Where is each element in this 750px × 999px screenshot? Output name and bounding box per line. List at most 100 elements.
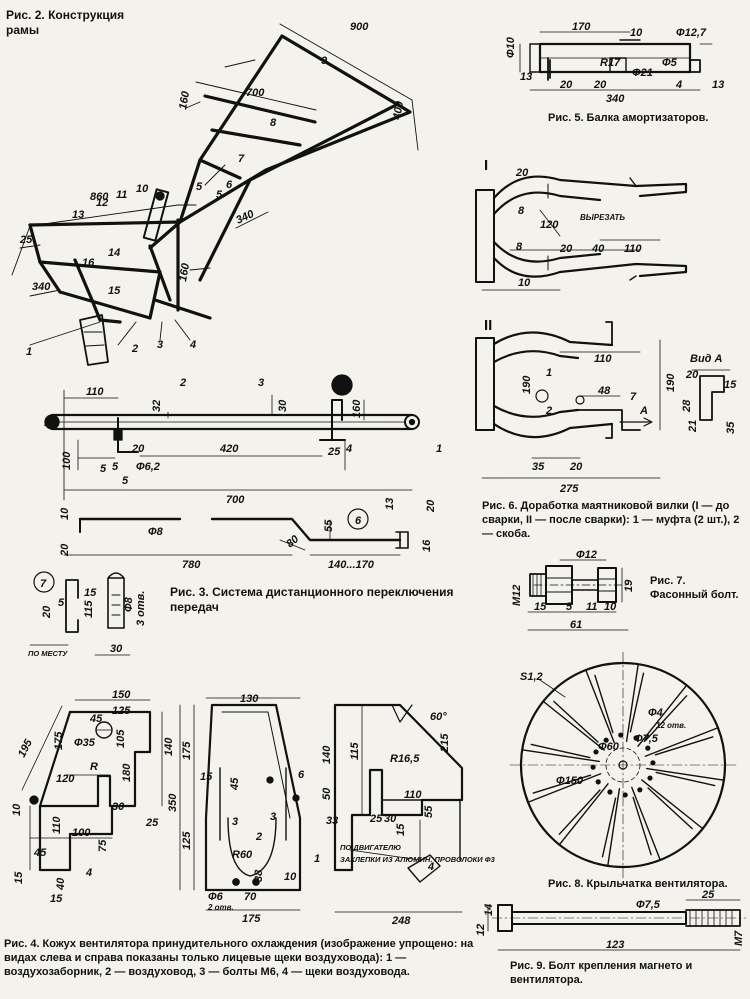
dim-label: 195 — [16, 737, 35, 760]
dim-label: 13 — [712, 79, 724, 91]
dim-label: 180 — [121, 763, 133, 782]
impeller-hole — [607, 789, 613, 795]
dim-label: Ф35 — [74, 737, 96, 749]
part-number: 15 — [108, 285, 121, 297]
dim-label: 175 — [53, 731, 65, 750]
dim-label: 3 отв. — [135, 591, 147, 626]
part-number: 7 — [40, 578, 47, 590]
impeller-hole — [647, 775, 653, 781]
impeller-hole — [593, 749, 599, 755]
dim-label: 20 — [41, 605, 53, 619]
gearshift-drawing — [29, 374, 420, 656]
impeller-blade-line — [641, 779, 704, 830]
dim-label: 10 — [284, 871, 297, 883]
magneto-bolt-drawing — [487, 899, 747, 951]
dim-label: 110 — [86, 386, 104, 398]
dim-label: 5 — [566, 601, 573, 613]
dim-label: 61 — [570, 619, 582, 631]
part-number: 2 — [131, 343, 138, 355]
dim-label: 110 — [404, 789, 422, 801]
dim-label: R60 — [232, 849, 253, 861]
dim-label: 105 — [115, 729, 127, 748]
dim-label: М7 — [733, 930, 745, 946]
dim-label: 700 — [226, 494, 245, 506]
impeller-hole — [645, 745, 651, 751]
dim-label: 20 — [59, 543, 71, 557]
dim-label: 13 — [384, 498, 396, 510]
dim-label: 125 — [181, 831, 193, 850]
dim-label: 5 — [112, 461, 119, 473]
impeller-blade-slot — [558, 789, 601, 835]
dim-label: 8 — [516, 241, 523, 253]
dim-label: 2 отв. — [207, 903, 234, 912]
impeller-blade-slot — [655, 771, 716, 787]
dim-label: 30 — [110, 643, 123, 655]
dim-label: R — [90, 761, 98, 773]
dim-label: 350 — [167, 793, 179, 812]
part-number: 6 — [226, 179, 233, 191]
view-label: II — [484, 317, 492, 334]
dim-label: 25 — [369, 813, 383, 825]
impeller-blade-slot — [553, 700, 599, 743]
dim-label: 25 — [327, 446, 341, 458]
dim-label: 700 — [246, 87, 265, 99]
dim-label: 10 — [11, 803, 23, 816]
dim-label: 13 — [520, 71, 532, 83]
dim-label: Ф5 — [662, 57, 678, 69]
dim-label: 130 — [240, 693, 259, 705]
dim-label: 5 — [58, 597, 65, 609]
part-number: 2 — [255, 831, 262, 843]
dim-label: 55 — [423, 805, 435, 818]
part-number: 11 — [116, 189, 127, 201]
impeller-hole — [603, 737, 609, 743]
part-number: 3 — [157, 339, 163, 351]
dim-label: 175 — [242, 913, 261, 925]
dim-label: 14 — [483, 904, 495, 916]
dim-label: 10 — [59, 507, 71, 520]
dim-label: 120 — [56, 773, 75, 785]
dim-label: 70 — [244, 891, 257, 903]
dim-label: 25 — [19, 234, 33, 246]
dim-label: Ф12,7 — [676, 27, 707, 39]
impeller-hole — [618, 732, 624, 738]
dim-label: 30 — [112, 801, 125, 813]
dim-label: М12 — [511, 585, 523, 606]
dim-label: 20 — [685, 369, 699, 381]
part-number: 14 — [108, 247, 120, 259]
dim-label: 160 — [177, 261, 192, 282]
part-number: 7 — [238, 153, 245, 165]
part-number: А — [639, 405, 648, 417]
dim-label: 20 — [559, 243, 573, 255]
dim-label: Ф6 — [208, 891, 224, 903]
impeller-blade-line — [625, 663, 639, 742]
view-label: I — [484, 157, 488, 174]
dim-label: 11 — [586, 601, 597, 613]
dim-label: 100 — [61, 451, 73, 470]
dim-label: 400 — [391, 99, 406, 121]
part-number: 4 — [427, 861, 434, 873]
dim-label: 48 — [597, 385, 611, 397]
dim-label: Ф60 — [598, 741, 620, 753]
part-number: 9 — [321, 55, 328, 67]
swingarm-drawing — [475, 175, 731, 479]
impeller-hole — [633, 735, 639, 741]
caption-fig9: Рис. 9. Болт крепления магнето и вентиля… — [510, 960, 693, 986]
note-label: ПО МЕСТУ — [28, 649, 68, 658]
dim-label: 20 — [593, 79, 607, 91]
dim-label: 150 — [112, 689, 131, 701]
dim-label: 10 — [518, 277, 531, 289]
dimension-labels: 900 700 160 400 860 340 25 340 160 1 2 3… — [11, 21, 745, 951]
dim-label: 30 — [384, 813, 397, 825]
part-number: 5 — [100, 463, 107, 475]
impeller-hole — [637, 787, 643, 793]
dim-label: R16,5 — [390, 753, 420, 765]
dim-label: 28 — [681, 399, 693, 413]
caption-fig8: Рис. 8. Крыльчатка вентилятора. — [548, 878, 728, 890]
dim-label: 115 — [83, 600, 95, 618]
impeller-blade-line — [542, 700, 605, 751]
dim-label: 110 — [624, 243, 642, 255]
part-number: 1 — [26, 346, 32, 358]
fan-cowl-drawing — [21, 697, 464, 913]
dim-label: 15 — [84, 587, 97, 599]
dim-label: 860 — [90, 191, 109, 203]
